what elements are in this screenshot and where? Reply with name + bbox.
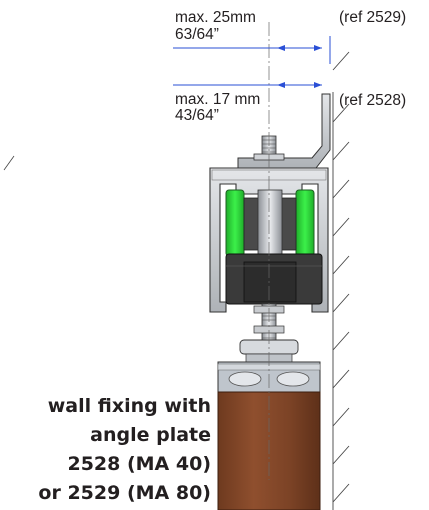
stray-hatch-mark <box>3 155 15 171</box>
caption-line-4: or 2529 (MA 80) <box>38 482 211 504</box>
caption-line-2: angle plate <box>90 424 211 446</box>
upper-dimension-max: max. 25mm <box>175 9 256 26</box>
upper-reference: (ref 2529) <box>339 9 407 26</box>
lower-dimension-inch: 43/64” <box>175 107 219 124</box>
carriage-axle <box>257 189 283 255</box>
lower-dimension-max: max. 17 mm <box>175 91 261 108</box>
carriage-body <box>225 253 323 305</box>
dimension-lines <box>173 36 331 88</box>
wall-hatching <box>332 51 350 510</box>
upper-dimension-inch: 63/64” <box>175 26 219 43</box>
caption-block: wall fixing with angle plate 2528 (MA 40… <box>38 392 211 508</box>
caption-line-1: wall fixing with <box>47 395 211 417</box>
lower-reference: (ref 2528) <box>339 92 407 109</box>
green-wheels <box>225 189 315 257</box>
caption-line-3: 2528 (MA 40) <box>67 453 211 475</box>
